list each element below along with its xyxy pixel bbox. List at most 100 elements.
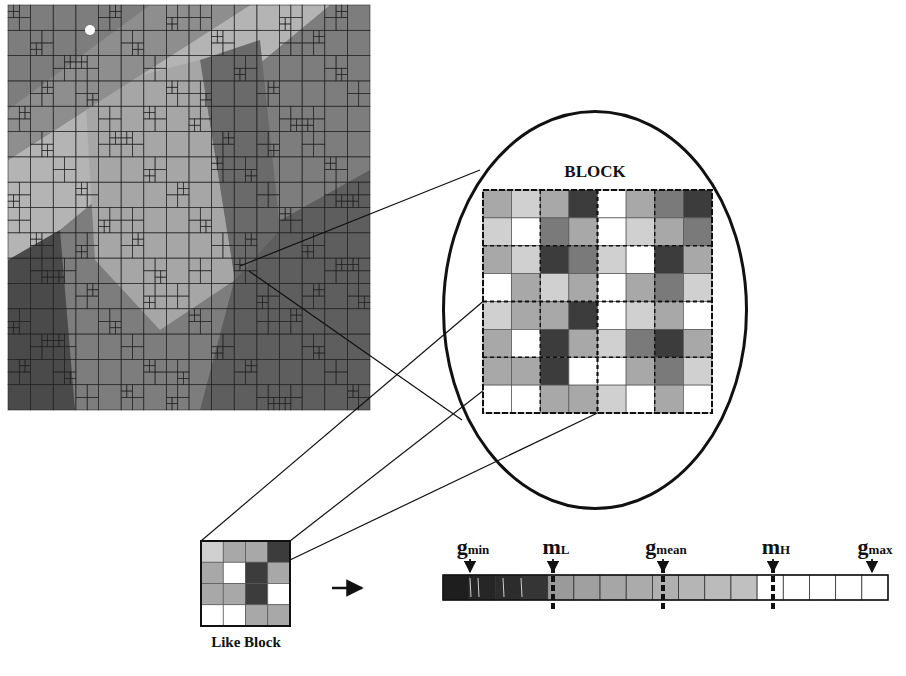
quadtree-cell (325, 372, 336, 385)
quadtree-cell (280, 404, 286, 410)
quadtree-cell (308, 125, 314, 131)
quadtree-cell (234, 283, 257, 308)
pixel-cell (540, 190, 569, 218)
quadtree-cell (19, 321, 30, 334)
quadtree-cell (19, 359, 25, 365)
quadtree-cell (302, 359, 325, 384)
bar-cell (600, 575, 626, 600)
quadtree-cell (166, 404, 172, 410)
quadtree-cell (234, 157, 245, 170)
quadtree-cell (82, 62, 88, 68)
quadtree-cell (172, 397, 178, 403)
quadtree-cell (19, 119, 30, 132)
quadtree-cell (144, 106, 150, 112)
quadtree-cell (144, 157, 155, 170)
quadtree-cell (291, 18, 302, 31)
quadtree-cell (223, 144, 234, 157)
quadtree-cell (155, 56, 166, 69)
pixel-cell (246, 541, 268, 562)
quadtree-cell (31, 81, 42, 94)
pixel-cell (683, 302, 712, 330)
pixel-cell (569, 190, 598, 218)
quadtree-cell (359, 258, 370, 271)
quadtree-cell (76, 252, 82, 258)
quadtree-cell (87, 397, 98, 410)
quadtree-cell (217, 157, 223, 163)
quadtree-cell (359, 302, 365, 308)
pixel-cell (598, 357, 627, 385)
quadtree-cell (19, 208, 30, 221)
quadtree-cell (65, 347, 76, 360)
block-ellipse: BLOCK (442, 110, 748, 510)
quadtree-cell (200, 100, 206, 106)
quadtree-cell (121, 391, 127, 397)
leader-connector (201, 302, 483, 542)
quadtree-cell (268, 94, 279, 107)
quadtree-cell (166, 334, 189, 359)
quadtree-cell (14, 11, 20, 17)
quadtree-cell (144, 176, 150, 182)
quadtree-cell (42, 334, 48, 340)
quadtree-cell (19, 106, 25, 112)
quadtree-cell (87, 195, 98, 208)
pixel-cell (223, 605, 245, 626)
quadtree-cell (342, 258, 348, 264)
quadtree-cell (53, 5, 76, 30)
quadtree-cell (53, 81, 76, 106)
pixel-cell (598, 218, 627, 246)
pixel-cell (201, 605, 223, 626)
pixel-cell (512, 246, 541, 274)
pixel-cell (512, 329, 541, 357)
quadtree-cell (195, 309, 201, 315)
quadtree-cell (166, 94, 177, 107)
quadtree-cell (87, 182, 98, 195)
quadtree-cell (257, 258, 280, 283)
connectors (201, 302, 483, 542)
quadtree-cell (36, 233, 42, 239)
pixel-cell (540, 246, 569, 274)
quadtree-cell (274, 87, 280, 93)
pointer-arrow (469, 559, 471, 572)
bar-cell (731, 575, 757, 600)
quadtree-cell (76, 296, 87, 309)
quadtree-cell (313, 283, 319, 289)
pixel-cell (483, 385, 512, 413)
quadtree-cell (42, 132, 53, 145)
quadtree-cell (166, 132, 189, 157)
quadtree-cell (178, 18, 189, 31)
quadtree-cell (31, 56, 54, 81)
quadtree-cell (200, 271, 211, 284)
quadtree-cell (268, 321, 279, 334)
quadtree-cell (144, 366, 150, 372)
quadtree-cell (31, 208, 54, 233)
quadtree-cell (53, 340, 59, 346)
quadtree-cell (178, 378, 184, 384)
quadtree-cell (155, 106, 166, 119)
pixel-cell (201, 541, 223, 562)
quadtree-cell (200, 119, 211, 132)
quadtree-cell (53, 271, 59, 277)
quadtree-cell (53, 157, 64, 170)
bar-cell (862, 575, 888, 600)
quadtree-cell (336, 170, 347, 183)
quadtree-cell (302, 132, 313, 145)
quadtree-cell (53, 182, 76, 207)
quadtree-cell (347, 271, 358, 284)
quadtree-cell (42, 340, 48, 346)
quadtree-cell (31, 359, 54, 384)
quadtree-cell (82, 245, 88, 251)
quadtree-cell (234, 182, 257, 207)
quadtree-cell (155, 68, 166, 81)
quadtree-cell (234, 106, 257, 131)
quadtree-cell (8, 328, 14, 334)
quadtree-cell (359, 195, 370, 208)
pixel-cell (483, 274, 512, 302)
quadtree-cell (48, 340, 54, 346)
quadtree-cell (325, 359, 336, 372)
pixel-cell (246, 562, 268, 583)
quadtree-cell (70, 56, 76, 62)
quadtree-cell (144, 68, 155, 81)
quadtree-cell (302, 208, 325, 233)
quadtree-cell (121, 144, 132, 157)
quadtree-cell (336, 11, 342, 17)
